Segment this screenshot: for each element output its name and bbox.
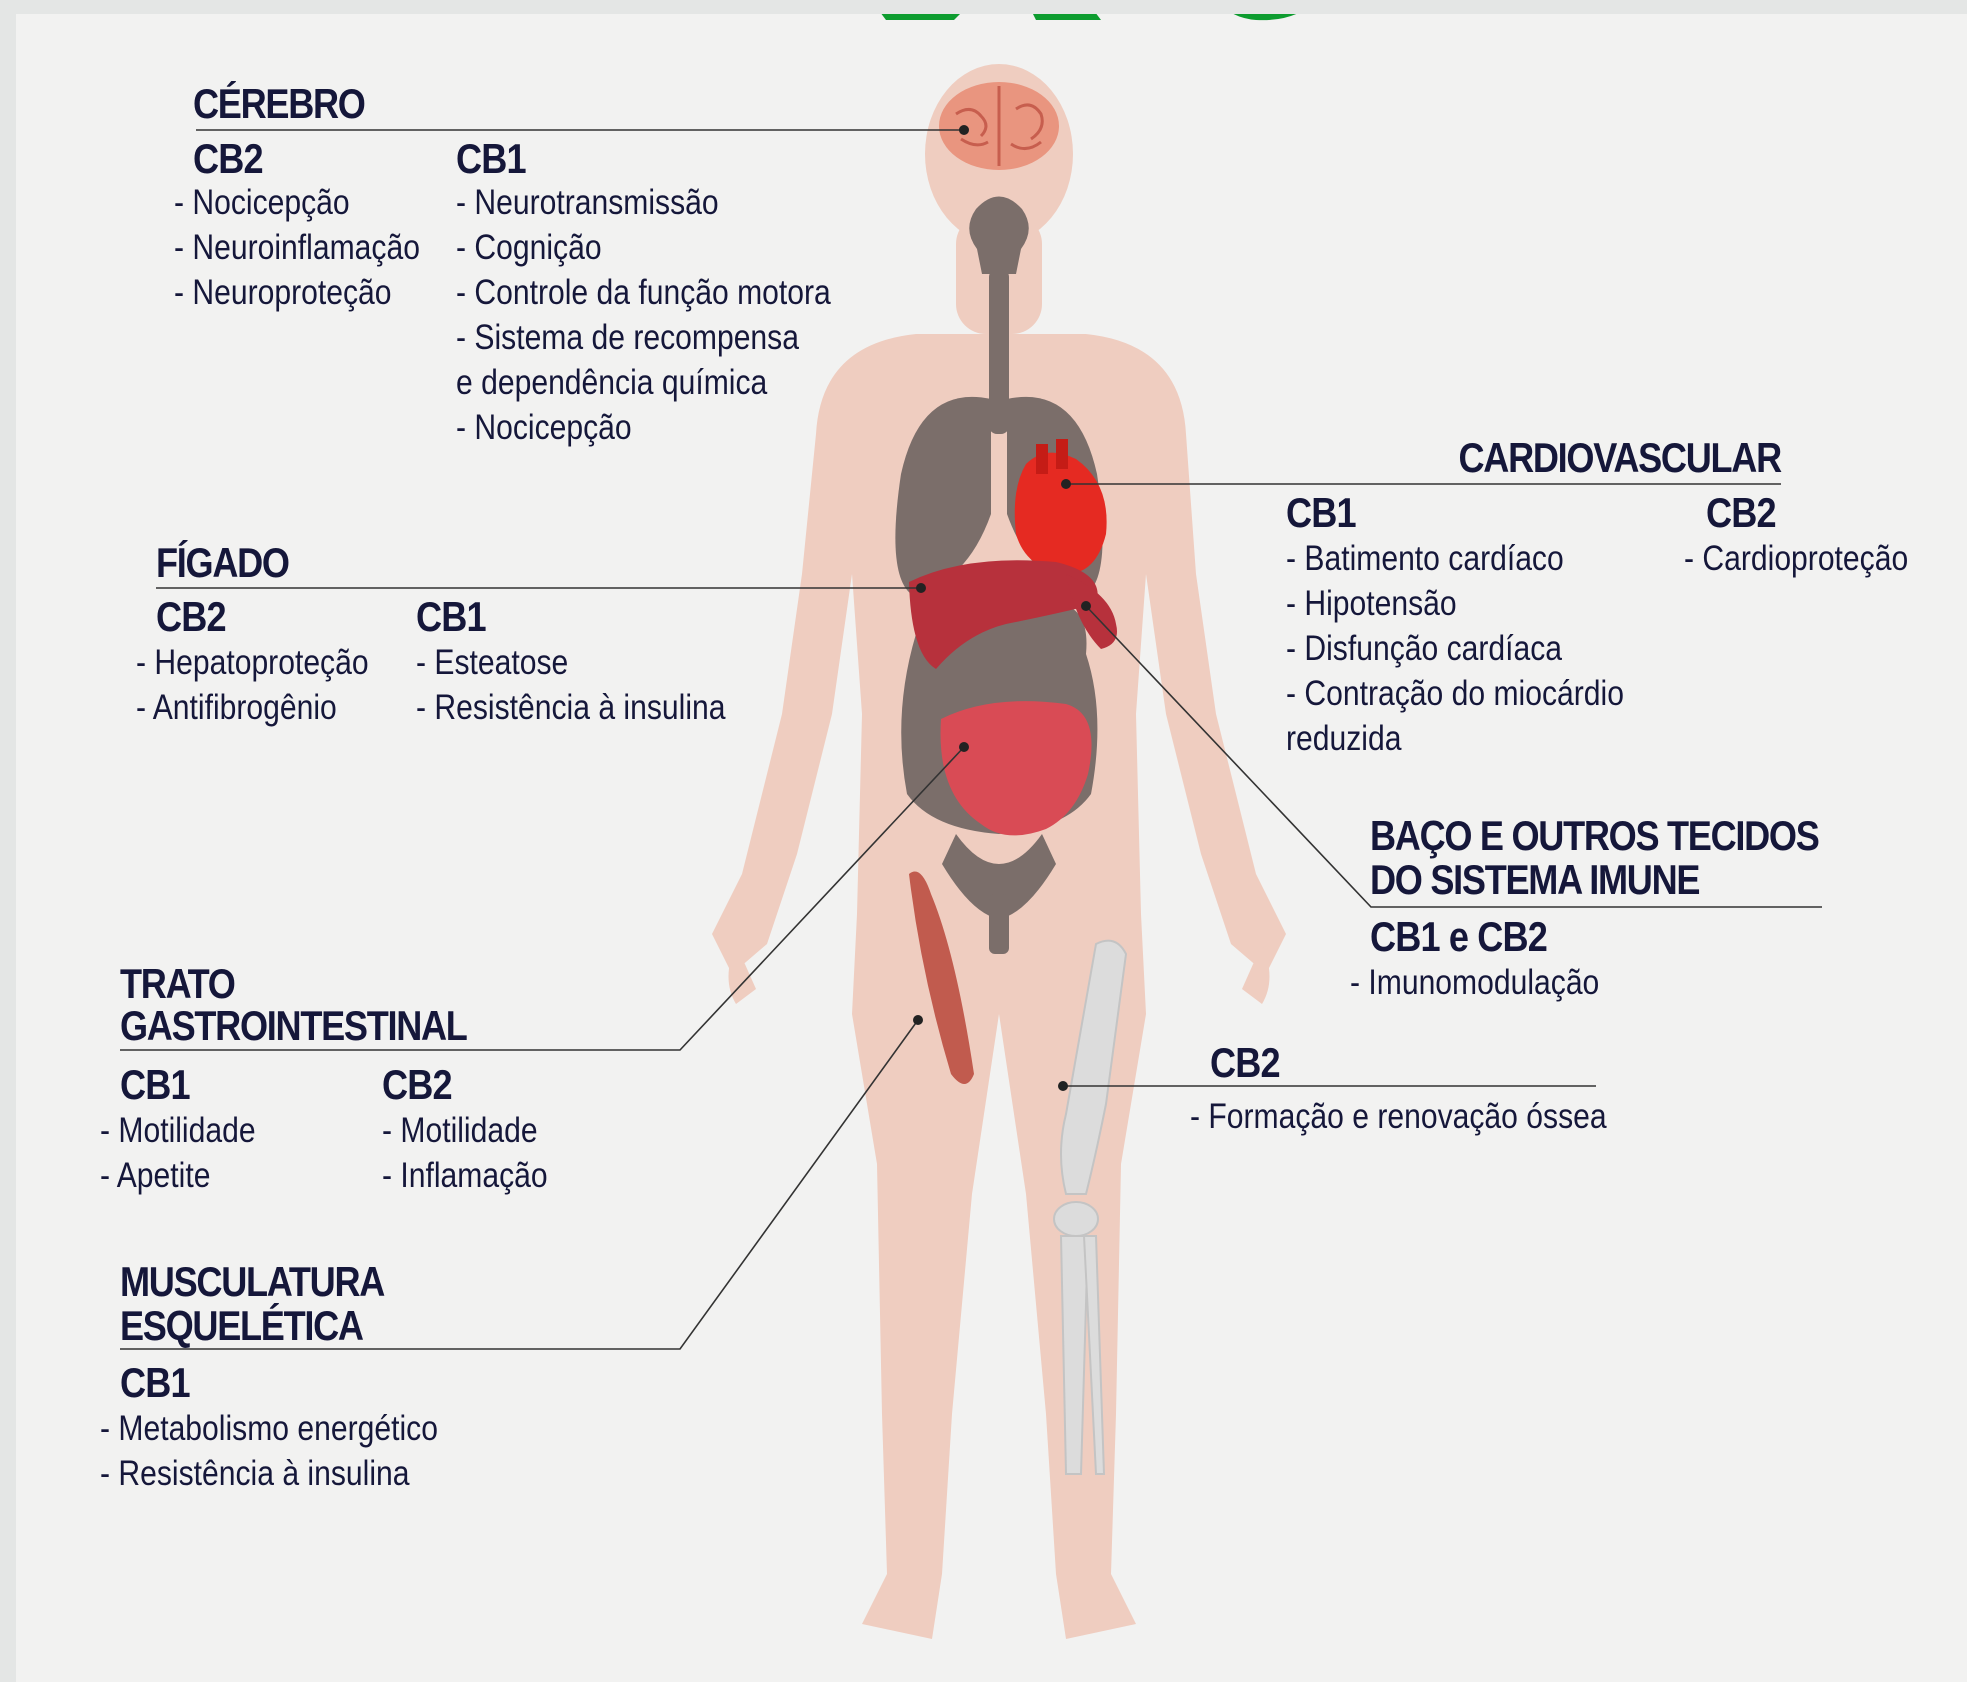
- cardio-cb1-list: - Batimento cardíaco - Hipotensão - Disf…: [1286, 536, 1624, 761]
- trato-cb1-list: - Motilidade - Apetite: [100, 1108, 256, 1198]
- trato-cb1-label: CB1: [120, 1062, 190, 1108]
- cerebro-title: CÉREBRO: [193, 82, 365, 126]
- list-item: - Resistência à insulina: [100, 1451, 438, 1496]
- diagram-canvas: CÉREBRO CB2 - Nocicepção - Neuroinflamaç…: [16, 14, 1967, 1682]
- cardio-cb2-list: - Cardioproteção: [1684, 536, 1908, 581]
- cardio-title: CARDIOVASCULAR: [1459, 436, 1781, 480]
- list-item: - Imunomodulação: [1350, 960, 1599, 1005]
- list-item: - Hipotensão: [1286, 581, 1624, 626]
- cerebro-cb1-label: CB1: [456, 136, 526, 182]
- list-item: - Disfunção cardíaca: [1286, 626, 1624, 671]
- cardio-cb1-label: CB1: [1286, 490, 1356, 536]
- musculo-title-line1: MUSCULATURA: [120, 1260, 384, 1304]
- musculo-title-line2: ESQUELÉTICA: [120, 1304, 363, 1348]
- list-item: - Hepatoproteção: [136, 640, 369, 685]
- figado-cb1-list: - Esteatose - Resistência à insulina: [416, 640, 726, 730]
- list-item: - Nocicepção: [174, 180, 420, 225]
- list-item: - Controle da função motora: [456, 270, 831, 315]
- list-item: e dependência química: [456, 360, 831, 405]
- list-item: - Batimento cardíaco: [1286, 536, 1624, 581]
- figado-cb1-label: CB1: [416, 594, 486, 640]
- baco-title-line1: BAÇO E OUTROS TECIDOS: [1370, 814, 1819, 858]
- trato-cb2-list: - Motilidade - Inflamação: [382, 1108, 548, 1198]
- baco-cb-label: CB1 e CB2: [1370, 914, 1547, 960]
- baco-title-line2: DO SISTEMA IMUNE: [1370, 858, 1699, 902]
- list-item: - Formação e renovação óssea: [1190, 1094, 1607, 1139]
- musculo-cb1-list: - Metabolismo energético - Resistência à…: [100, 1406, 438, 1496]
- cerebro-cb2-label: CB2: [193, 136, 263, 182]
- list-item: - Apetite: [100, 1153, 256, 1198]
- list-item: - Antifibrogênio: [136, 685, 369, 730]
- cerebro-cb2-list: - Nocicepção - Neuroinflamação - Neuropr…: [174, 180, 420, 315]
- list-item: - Esteatose: [416, 640, 726, 685]
- list-item: - Cardioproteção: [1684, 536, 1908, 581]
- figado-title: FÍGADO: [156, 541, 289, 585]
- list-item: - Nocicepção: [456, 405, 831, 450]
- brain-organ: [939, 82, 1059, 170]
- top-green-logo-fragment: [871, 14, 1316, 20]
- list-item: - Motilidade: [382, 1108, 548, 1153]
- cardio-cb2-label: CB2: [1706, 490, 1776, 536]
- figado-cb2-label: CB2: [156, 594, 226, 640]
- list-item: - Neuroinflamação: [174, 225, 420, 270]
- list-item: - Neuroproteção: [174, 270, 420, 315]
- list-item: - Inflamação: [382, 1153, 548, 1198]
- list-item: - Cognição: [456, 225, 831, 270]
- baco-list: - Imunomodulação: [1350, 960, 1599, 1005]
- osso-list: - Formação e renovação óssea: [1190, 1094, 1607, 1139]
- list-item: - Neurotransmissão: [456, 180, 831, 225]
- trato-title-line2: GASTROINTESTINAL: [120, 1004, 467, 1048]
- list-item: - Contração do miocárdio: [1286, 671, 1624, 716]
- list-item: reduzida: [1286, 716, 1624, 761]
- list-item: - Resistência à insulina: [416, 685, 726, 730]
- trato-title-line1: TRATO: [120, 962, 235, 1006]
- cerebro-cb1-list: - Neurotransmissão - Cognição - Controle…: [456, 180, 831, 450]
- list-item: - Motilidade: [100, 1108, 256, 1153]
- musculo-cb1-label: CB1: [120, 1360, 190, 1406]
- osso-cb2-label: CB2: [1210, 1040, 1280, 1086]
- list-item: - Metabolismo energético: [100, 1406, 438, 1451]
- figado-cb2-list: - Hepatoproteção - Antifibrogênio: [136, 640, 369, 730]
- trato-cb2-label: CB2: [382, 1062, 452, 1108]
- list-item: - Sistema de recompensa: [456, 315, 831, 360]
